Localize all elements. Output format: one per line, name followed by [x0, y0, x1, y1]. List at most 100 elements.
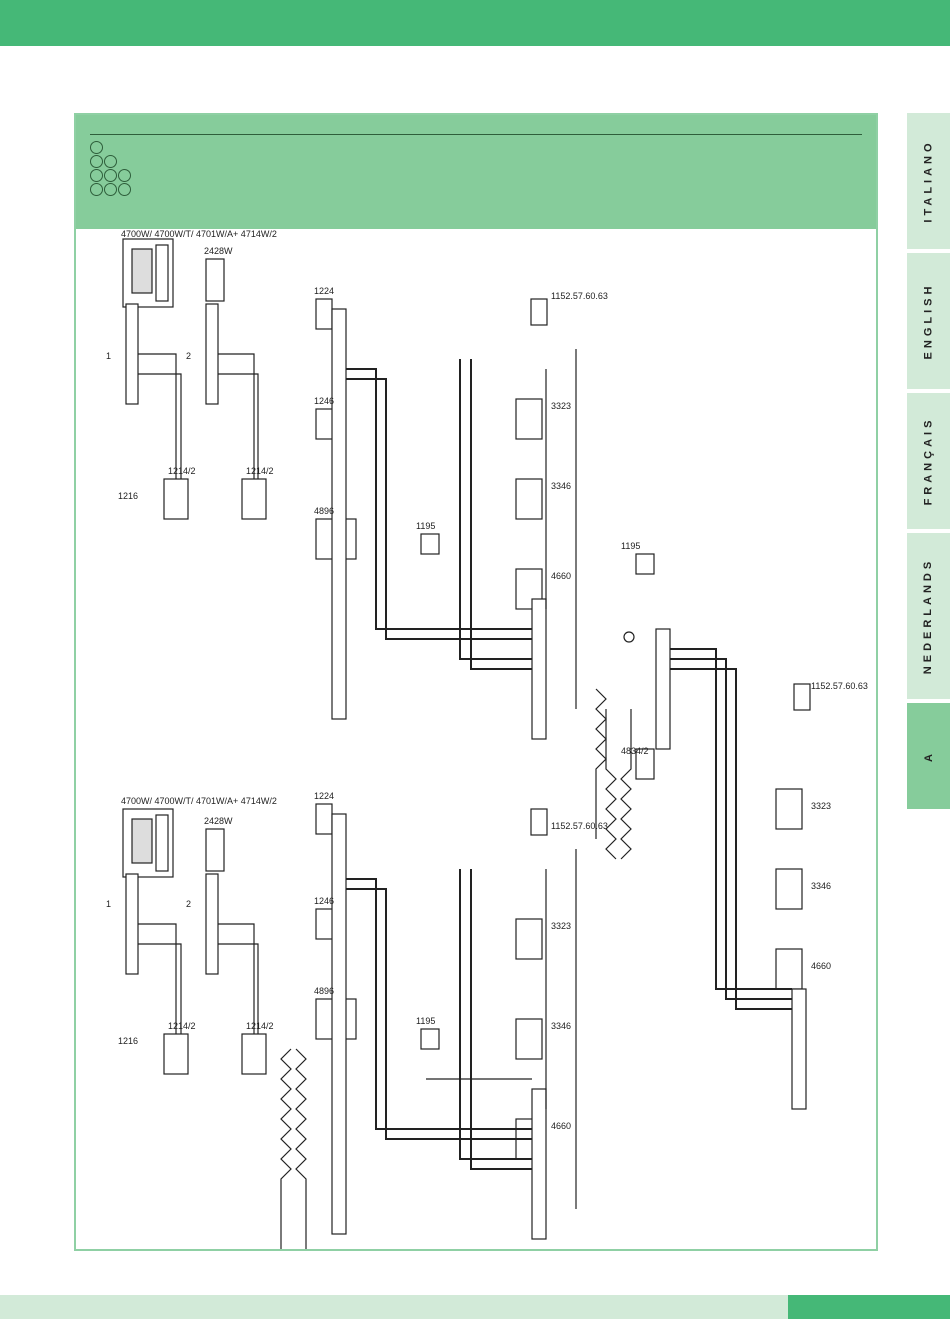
diagram-frame	[74, 113, 878, 1251]
lock-icon	[793, 683, 811, 711]
tab-label: ENGLISH	[922, 282, 935, 360]
label-1214b: 1214/2	[246, 466, 274, 476]
strip-4834	[655, 628, 671, 750]
module-1224	[315, 803, 333, 835]
language-circle-icon	[118, 169, 131, 182]
terminal-strip	[331, 813, 347, 1235]
distributor-1214-b	[241, 1033, 267, 1075]
label-4660-b: 4660	[811, 961, 831, 971]
marker-2: 2	[186, 351, 191, 361]
tab-label: FRANÇAIS	[922, 416, 935, 506]
marker-1: 1	[106, 899, 111, 909]
label-4896: 4896	[314, 506, 334, 516]
label-1216: 1216	[118, 491, 138, 501]
language-circle-icon	[118, 183, 131, 196]
strip-4660	[531, 598, 547, 740]
language-circle-icon	[104, 155, 117, 168]
module-3323-b	[775, 788, 803, 830]
label-1152: 1152.57.60.63	[551, 821, 608, 831]
label-4834: 4834/2	[621, 746, 649, 756]
monitor-screen-icon	[131, 248, 153, 294]
label-3346-b: 3346	[811, 881, 831, 891]
label-4896: 4896	[314, 986, 334, 996]
monitor2-icon	[205, 828, 225, 872]
tab-label: ITALIANO	[922, 139, 935, 223]
tab-nederlands[interactable]: NEDERLANDS	[907, 533, 950, 699]
language-circle-icon	[90, 141, 103, 154]
distributor-1214-a	[163, 1033, 189, 1075]
terminal-strip	[331, 308, 347, 720]
label-4660: 4660	[551, 1121, 571, 1131]
label-3346: 3346	[551, 481, 571, 491]
label-1246: 1246	[314, 396, 334, 406]
label-1224: 1224	[314, 286, 334, 296]
label-3323-b: 3323	[811, 801, 831, 811]
label-monitor-1: 4700W/ 4700W/T/ 4701W/A+ 4714W/2	[121, 796, 277, 806]
lock-icon	[530, 298, 548, 326]
module-3346	[515, 1018, 543, 1060]
module-3323	[515, 918, 543, 960]
terminal-block	[125, 873, 139, 975]
label-1246: 1246	[314, 896, 334, 906]
tab-francais[interactable]: FRANÇAIS	[907, 393, 950, 529]
terminal-block	[125, 303, 139, 405]
module-1195-b	[635, 553, 655, 575]
header-rule	[90, 134, 862, 135]
language-circle-icon	[90, 183, 103, 196]
module-1195	[420, 1028, 440, 1050]
module-4834	[635, 748, 655, 780]
bottom-accent	[788, 1295, 950, 1319]
frame-header	[76, 115, 876, 229]
tab-italiano[interactable]: ITALIANO	[907, 113, 950, 249]
strip-4660-b	[791, 988, 807, 1110]
label-monitor-2: 2428W	[204, 816, 233, 826]
language-circle-icon	[90, 169, 103, 182]
label-1195: 1195	[416, 521, 435, 531]
left-schematic	[122, 688, 607, 1249]
module-3346	[515, 478, 543, 520]
distributor-1214-a	[163, 478, 189, 520]
label-1152-b: 1152.57.60.63	[811, 681, 868, 691]
terminal-block	[205, 303, 219, 405]
label-1214a: 1214/2	[168, 466, 196, 476]
language-circle-icon	[104, 169, 117, 182]
label-1224: 1224	[314, 791, 334, 801]
tab-label: NEDERLANDS	[922, 557, 935, 675]
marker-2: 2	[186, 899, 191, 909]
label-1152: 1152.57.60.63	[551, 291, 608, 301]
tab-english[interactable]: ENGLISH	[907, 253, 950, 389]
label-3323: 3323	[551, 921, 571, 931]
module-3323	[515, 398, 543, 440]
label-1195: 1195	[416, 1016, 435, 1026]
label-monitor-2: 2428W	[204, 246, 233, 256]
handset-icon	[155, 244, 169, 302]
distributor-1214-b	[241, 478, 267, 520]
terminal-block	[205, 873, 219, 975]
language-circle-icon	[104, 183, 117, 196]
right-schematic	[122, 238, 811, 1110]
label-monitor-1: 4700W/ 4700W/T/ 4701W/A+ 4714W/2	[121, 229, 277, 239]
monitor2-icon	[205, 258, 225, 302]
strip-4660	[531, 1088, 547, 1240]
label-1214b: 1214/2	[246, 1021, 274, 1031]
label-1216: 1216	[118, 1036, 138, 1046]
label-4660: 4660	[551, 571, 571, 581]
asterisk-icon	[623, 631, 635, 643]
tab-label: A	[922, 750, 935, 762]
lock-icon	[530, 808, 548, 836]
marker-1: 1	[106, 351, 111, 361]
module-1195	[420, 533, 440, 555]
module-1224	[315, 298, 333, 330]
label-1195-b: 1195	[621, 541, 640, 551]
label-1214a: 1214/2	[168, 1021, 196, 1031]
tab-a[interactable]: A	[907, 703, 950, 809]
monitor-screen-icon	[131, 818, 153, 864]
module-3346-b	[775, 868, 803, 910]
language-circle-icon	[90, 155, 103, 168]
handset-icon	[155, 814, 169, 872]
top-bar	[0, 0, 950, 46]
wiring-diagram: 1216 1214/2 1214/2 1224 1246 4896 1195 3…	[106, 229, 868, 1249]
label-3346: 3346	[551, 1021, 571, 1031]
module-4660-b	[775, 948, 803, 990]
label-3323: 3323	[551, 401, 571, 411]
